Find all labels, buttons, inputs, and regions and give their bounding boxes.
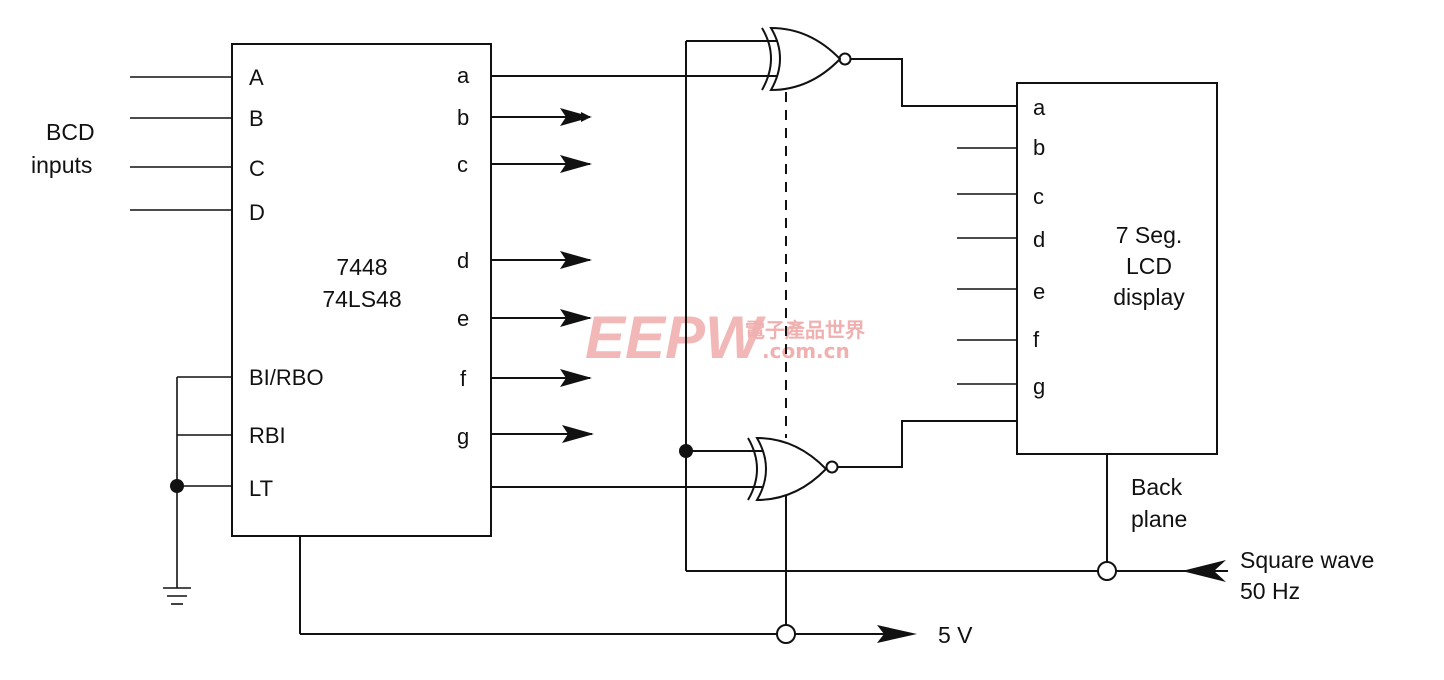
pin-C: C [249,156,265,181]
decoder-part-1: 7448 [336,254,387,280]
watermark-logo: EEPW [585,304,766,371]
square-wave-label-1: Square wave [1240,547,1374,573]
lcd-pin-a: a [1033,95,1046,120]
xnor-gate-top [491,26,1017,107]
pin-out-e: e [457,306,469,331]
supply-label: 5 V [938,622,973,648]
decoder-output-arrows [491,108,594,443]
pin-out-d: d [457,248,469,273]
lcd-pin-b: b [1033,135,1045,160]
pin-out-a: a [457,63,470,88]
lcd-title-3: display [1113,284,1185,310]
pin-BI-RBO: BI/RBO [249,365,324,390]
watermark-cn: 電子產品世界 [745,318,865,342]
pin-D: D [249,200,265,225]
lcd-pin-e: e [1033,279,1045,304]
pin-A: A [249,65,264,90]
pin-out-g: g [457,424,469,449]
pin-B: B [249,106,264,131]
supply-node [776,624,796,644]
bcd-label-line1: BCD [46,119,95,145]
square-wave-label-2: 50 Hz [1240,578,1300,604]
bcd-label-line2: inputs [31,152,92,178]
lcd-pin-c: c [1033,184,1044,209]
backplane-node [1097,561,1117,581]
pin-out-b: b [457,105,469,130]
control-wiring [163,376,232,605]
supply-5v: 5 V [299,536,973,648]
junction-dot [170,479,184,493]
lcd-title-1: 7 Seg. [1116,222,1183,248]
watermark-domain: .com.cn [762,339,850,363]
pin-out-f: f [460,366,467,391]
decoder-7448: A B C D BI/RBO RBI LT a b c d e f g 7448… [231,43,492,537]
pin-LT: LT [249,476,273,501]
ground-symbol [163,587,191,605]
lcd-display: a b c d e f g 7 Seg. LCD display [957,82,1218,455]
junction-dot-bus [679,444,693,458]
lcd-pin-d: d [1033,227,1045,252]
xnor-gate-bottom [491,420,1017,626]
backplane-label-1: Back [1131,474,1183,500]
pin-out-c: c [457,152,468,177]
lcd-title-2: LCD [1126,253,1172,279]
lcd-pin-f: f [1033,327,1040,352]
pin-RBI: RBI [249,423,286,448]
lcd-pin-g: g [1033,374,1045,399]
watermark: EEPW 電子產品世界 .com.cn [585,304,865,371]
backplane-label-2: plane [1131,506,1187,532]
bcd-inputs: BCD inputs [31,76,232,211]
square-wave-bus [679,41,1228,582]
decoder-part-2: 74LS48 [322,286,401,312]
